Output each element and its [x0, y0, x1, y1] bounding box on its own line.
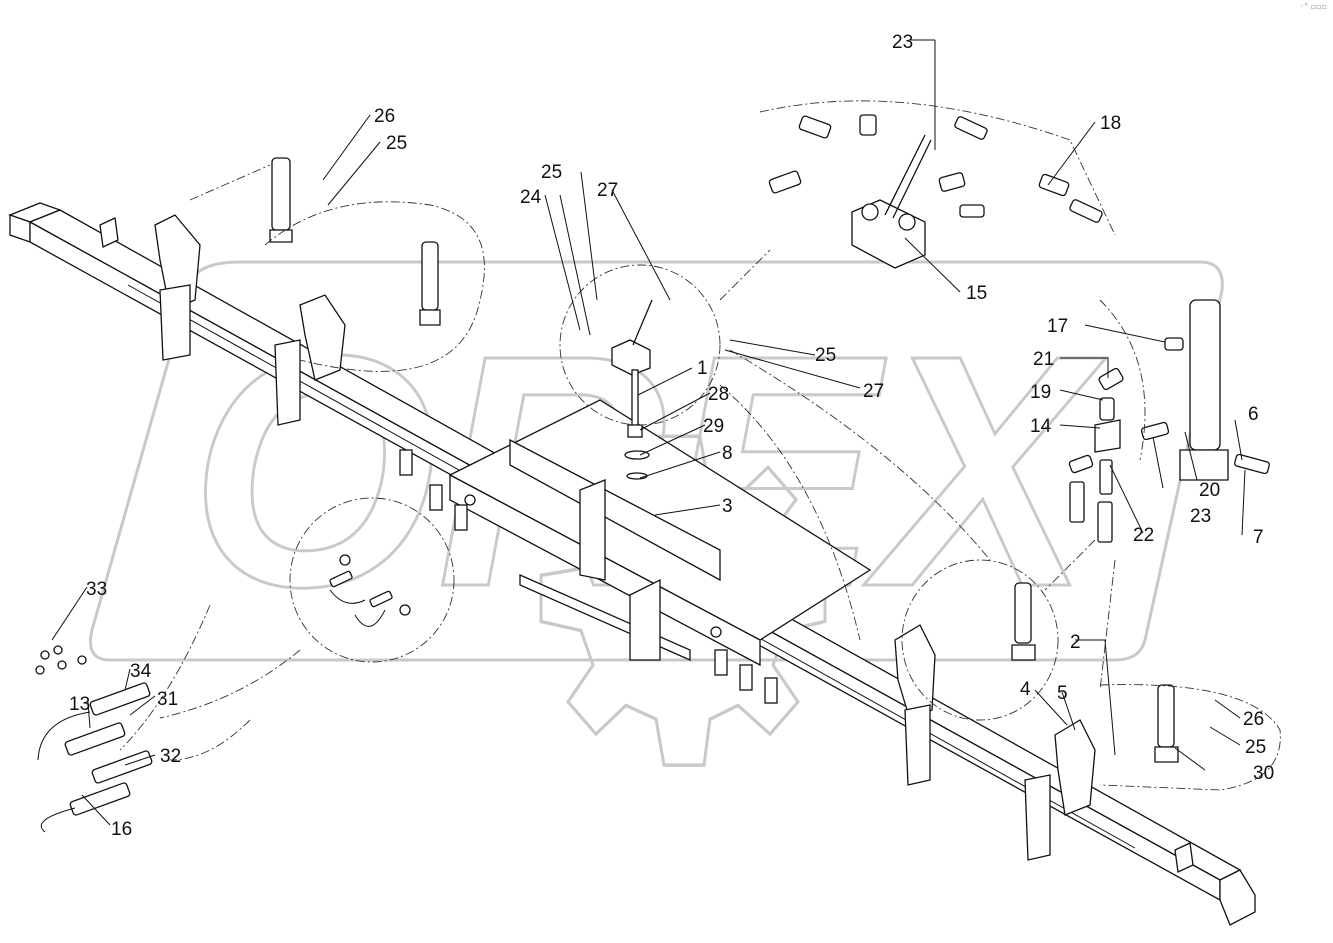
center-control-valve	[611, 299, 653, 480]
lock-pin-detail	[329, 554, 411, 627]
callout-25-top: 25	[386, 133, 407, 154]
callout-19: 20	[1199, 480, 1220, 501]
leader-lines	[51, 39, 1246, 826]
callout-28: 28	[708, 384, 729, 405]
callout-31: 31	[157, 689, 178, 710]
callout-21: 21	[1033, 349, 1054, 370]
callout-26-right: 26	[1243, 709, 1264, 730]
hydraulic-cylinders	[269, 157, 1229, 763]
callout-1: 1	[697, 358, 708, 379]
callout-27-mid: 27	[863, 381, 884, 402]
callout-18: 19	[1030, 382, 1051, 403]
side-fittings	[1068, 337, 1270, 543]
callout-29: 29	[703, 416, 724, 437]
mounting-brackets	[99, 214, 1194, 873]
callout-8: 8	[722, 443, 733, 464]
callout-16: 16	[111, 819, 132, 840]
callout-27-top: 27	[597, 180, 618, 201]
callout-26-top: 26	[374, 106, 395, 127]
callout-30: 30	[1253, 763, 1274, 784]
callout-25-right: 25	[1245, 737, 1266, 758]
corner-mark: ◦° ▫▫▫	[1299, 2, 1327, 11]
callout-13: 13	[69, 694, 90, 715]
callout-7: 7	[1253, 527, 1264, 548]
center-subframe	[448, 399, 872, 667]
callout-15: 15	[966, 283, 987, 304]
detail-circles	[119, 100, 1281, 791]
callout-34: 34	[130, 661, 152, 682]
callout-6: 6	[1248, 404, 1259, 425]
callout-25-center: 25	[541, 162, 562, 183]
callout-23-top: 23	[892, 32, 913, 53]
callout-25-mid: 25	[815, 345, 836, 366]
callout-20: 18	[1100, 113, 1121, 134]
hydraulic-valve-block	[768, 114, 1103, 269]
callout-labels: 23 18 15 26 25 25 24 27 25 27 1 28 29 8 …	[69, 32, 1274, 840]
callout-24: 24	[520, 187, 542, 208]
callout-4: 4	[1020, 679, 1031, 700]
callout-23-right: 23	[1190, 506, 1211, 527]
callout-2: 2	[1070, 632, 1081, 653]
callout-3: 3	[722, 496, 733, 517]
callout-14: 14	[1030, 416, 1052, 437]
callout-22: 22	[1133, 525, 1154, 546]
callout-17: 17	[1047, 316, 1068, 337]
callout-32: 32	[160, 746, 181, 767]
quick-couplers	[35, 645, 153, 833]
callout-5: 5	[1057, 683, 1068, 704]
callout-33: 33	[86, 579, 107, 600]
